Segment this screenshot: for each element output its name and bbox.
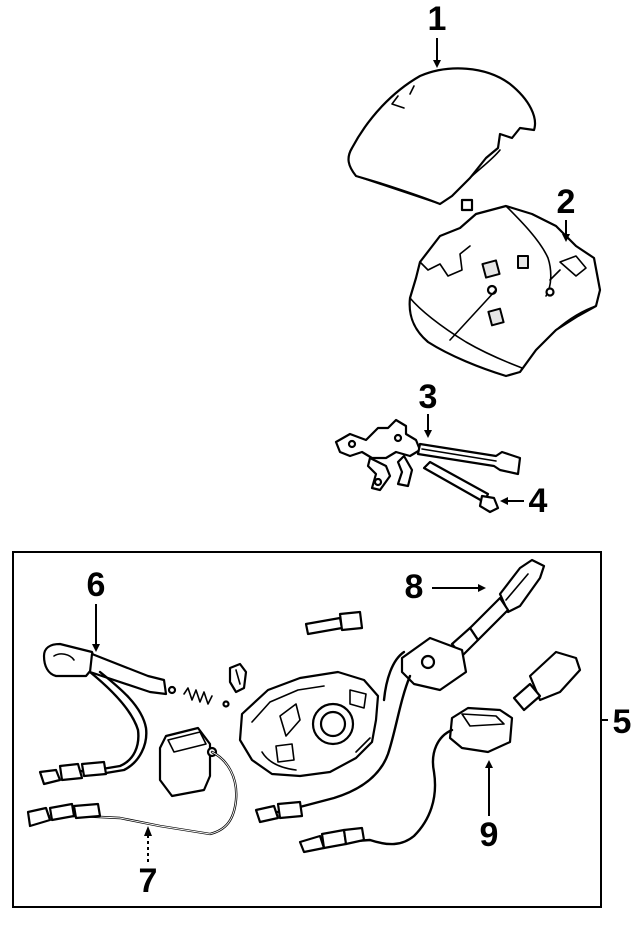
callout-6: 6 — [87, 566, 106, 604]
cruise-switch-connector — [26, 726, 238, 836]
spring — [183, 662, 248, 708]
lever-bracket — [334, 418, 522, 492]
callout-2: 2 — [557, 183, 576, 221]
pin — [304, 610, 364, 636]
turn-signal-lever — [38, 642, 177, 786]
cruise-control-switch — [298, 650, 582, 854]
callout-5: 5 — [613, 703, 632, 741]
lower-column-cover — [408, 204, 602, 378]
callout-8: 8 — [405, 568, 424, 606]
callout-9: 9 — [480, 816, 499, 854]
callout-4: 4 — [529, 482, 548, 520]
callout-1: 1 — [428, 0, 447, 38]
upper-column-cover — [347, 67, 537, 212]
wiper-switch-lever — [254, 558, 546, 824]
switch-assembly-frame — [12, 551, 602, 908]
actuator-rod — [422, 460, 500, 514]
callout-7: 7 — [139, 862, 158, 900]
leader-7-arrow — [144, 826, 152, 836]
callout-3: 3 — [419, 378, 438, 416]
combination-switch-body — [238, 670, 380, 778]
